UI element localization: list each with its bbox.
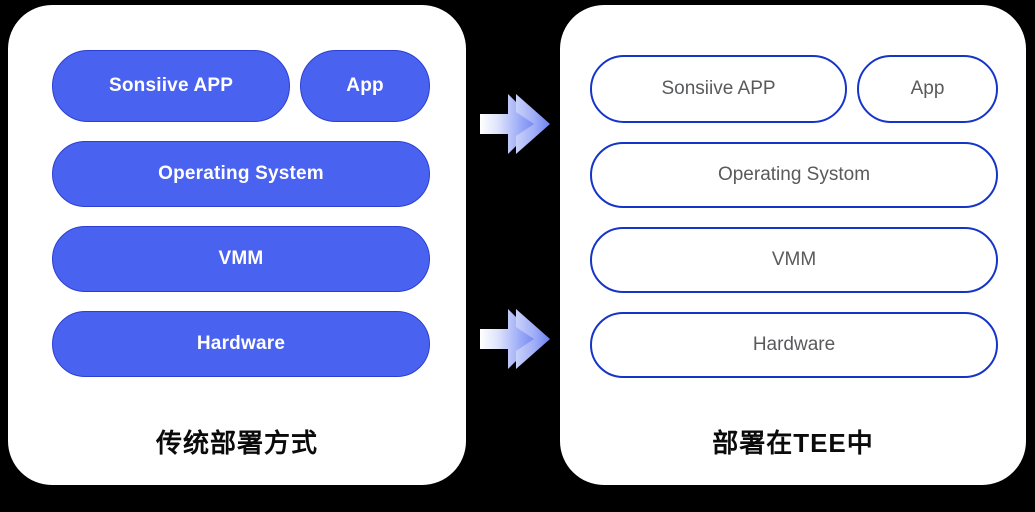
layer-row-hardware: Hardware: [590, 312, 998, 378]
layer-row-vmm: VMM: [52, 226, 430, 292]
layer-row-operating-system: Operating Systom: [590, 142, 998, 208]
layer-pill-app[interactable]: App: [857, 55, 998, 123]
layer-pill-hardware[interactable]: Hardware: [590, 312, 998, 378]
layer-pill-vmm[interactable]: VMM: [52, 226, 430, 292]
layer-pill-operating-system[interactable]: Operating Systom: [590, 142, 998, 208]
layer-row-vmm: VMM: [590, 227, 998, 293]
layer-pill-sonsiive-app[interactable]: Sonsiive APP: [52, 50, 291, 122]
layer-row-applications: Sonsiive APP App: [590, 55, 998, 123]
layer-pill-vmm[interactable]: VMM: [590, 227, 998, 293]
layer-stack-traditional: Sonsiive APP App Operating System VMM Ha…: [52, 50, 430, 377]
layer-pill-hardware[interactable]: Hardware: [52, 311, 430, 377]
layer-pill-app[interactable]: App: [300, 50, 430, 122]
panel-caption-traditional: 传统部署方式: [155, 428, 318, 458]
double-chevron-arrow-right-icon: [472, 297, 556, 381]
panel-traditional-deployment: Sonsiive APP App Operating System VMM Ha…: [8, 5, 466, 485]
double-chevron-arrow-right-icon: [472, 82, 556, 166]
panel-tee-deployment: Sonsiive APP App Operating Systom VMM Ha…: [560, 5, 1026, 485]
layer-pill-sonsiive-app[interactable]: Sonsiive APP: [590, 55, 848, 123]
panel-caption-tee: 部署在TEE中: [712, 428, 874, 458]
layer-row-operating-system: Operating System: [52, 141, 430, 207]
layer-row-hardware: Hardware: [52, 311, 430, 377]
layer-pill-operating-system[interactable]: Operating System: [52, 141, 430, 207]
layer-stack-tee: Sonsiive APP App Operating Systom VMM Ha…: [590, 55, 998, 378]
layer-row-applications: Sonsiive APP App: [52, 50, 430, 122]
